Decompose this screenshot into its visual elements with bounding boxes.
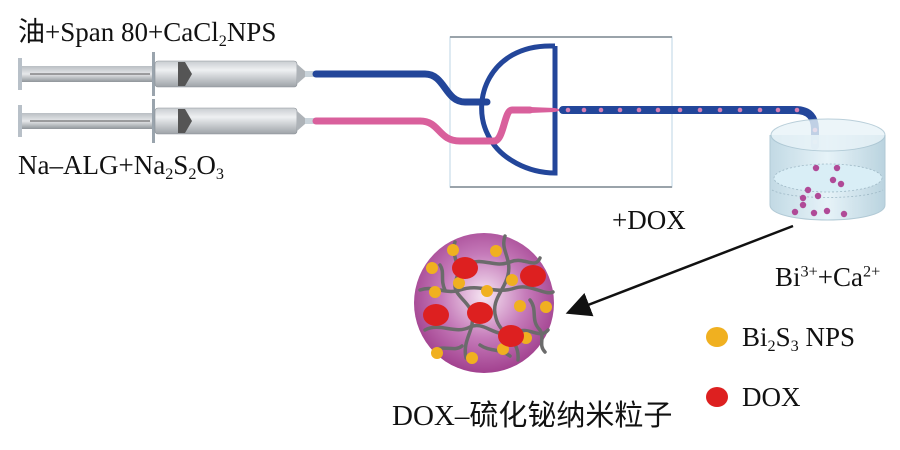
droplet xyxy=(697,107,703,113)
legend-marker-bi2s3 xyxy=(706,327,728,347)
product-label: DOX–硫化铋纳米粒子 xyxy=(392,400,673,432)
gel-bead xyxy=(837,180,845,188)
syringe-aqueous xyxy=(18,99,316,143)
gel-bead xyxy=(799,194,807,202)
droplet xyxy=(775,107,781,113)
gel-bead xyxy=(804,186,812,194)
gel-bead xyxy=(812,164,820,172)
oil-phase-label: 油+Span 80+CaCl2NPS xyxy=(18,17,277,50)
dox-molecule xyxy=(498,325,524,347)
gel-bead xyxy=(823,207,831,215)
collection-bath xyxy=(769,118,886,221)
bi2s3-np xyxy=(453,277,465,289)
droplet xyxy=(636,107,642,113)
gel-bead xyxy=(810,209,818,217)
dox-molecule xyxy=(423,304,449,326)
dox-molecule xyxy=(520,265,546,287)
droplet xyxy=(598,107,604,113)
gel-bead xyxy=(829,176,837,184)
gel-bead xyxy=(814,192,822,200)
droplet xyxy=(794,107,800,113)
droplet xyxy=(581,107,587,113)
legend-marker-dox xyxy=(706,387,728,407)
gel-bead xyxy=(791,208,799,216)
bi2s3-np xyxy=(514,300,526,312)
oil-tube xyxy=(312,70,491,106)
bi2s3-np xyxy=(540,301,552,313)
droplet xyxy=(655,107,661,113)
gel-bead xyxy=(840,210,848,218)
dox-molecule xyxy=(467,302,493,324)
legend-label-dox: DOX xyxy=(742,382,801,412)
droplet xyxy=(617,107,623,113)
droplet xyxy=(717,107,723,113)
bi2s3-np xyxy=(481,285,493,297)
oil-channel xyxy=(479,43,558,176)
bi2s3-np xyxy=(429,286,441,298)
bi2s3-np xyxy=(490,245,502,257)
legend-label-bi2s3: Bi2S3 NPS xyxy=(742,322,856,355)
dox-molecule xyxy=(452,257,478,279)
dox-molecules xyxy=(423,257,546,347)
add-dox-label: +DOX xyxy=(612,205,686,235)
aqueous-tube xyxy=(312,106,534,145)
gel-beads xyxy=(791,164,848,218)
droplet xyxy=(677,107,683,113)
droplet xyxy=(565,107,571,113)
aqueous-nozzle xyxy=(530,107,562,113)
bi2s3-np xyxy=(426,262,438,274)
bi2s3-np xyxy=(431,347,443,359)
droplet xyxy=(737,107,743,113)
ions-label: Bi3++Ca2+ xyxy=(775,262,881,292)
bi2s3-np xyxy=(506,274,518,286)
dox-bi2s3-particle xyxy=(414,233,555,373)
droplet xyxy=(757,107,763,113)
process-arrow xyxy=(565,224,794,317)
bi2s3-np xyxy=(466,352,478,364)
aqueous-phase-label: Na–ALG+Na2S2O3 xyxy=(18,150,224,183)
bi2s3-np xyxy=(447,244,459,256)
gel-bead xyxy=(799,201,807,209)
syringe-oil xyxy=(18,52,316,96)
gel-bead xyxy=(833,164,841,172)
